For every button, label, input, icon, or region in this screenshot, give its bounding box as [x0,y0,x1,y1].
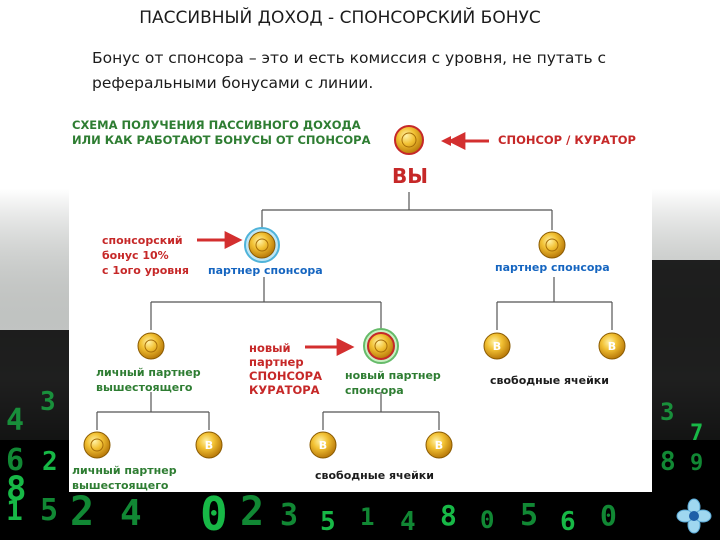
matrix-digit: 5 [40,493,58,528]
coins [83,125,626,459]
personal-partner-label-1: личный партнер вышестоящего [96,366,201,394]
matrix-digit: 8 [660,447,676,477]
coin-icon [137,332,165,360]
sponsor-label: СПОНСОР / КУРАТОР [498,133,636,147]
diagram-panel: B B B B B СХЕМА ПОЛУЧЕНИЯ ПАССИВНОГО ДОХ… [69,112,652,492]
coin-icon [309,431,337,459]
free-cells-label-2: свободные ячейки [315,469,434,482]
coin-icon [538,231,566,259]
matrix-digit: 1 [360,503,374,531]
diagram-heading: СХЕМА ПОЛУЧЕНИЯ ПАССИВНОГО ДОХОДА ИЛИ КА… [72,118,371,147]
coin-symbol: B [205,439,213,452]
tree-lines: B B B B B [83,125,626,459]
matrix-digit: 5 [320,507,336,537]
new-partner-label: новый партнер спонсора [345,369,441,397]
you-label: ВЫ [392,164,428,188]
coin-icon [425,431,453,459]
sponsor-bonus-note: спонсорский бонус 10% с 1ого уровня [102,234,189,277]
matrix-digit: 2 [42,447,58,477]
slide-title: ПАССИВНЫЙ ДОХОД - СПОНСОРСКИЙ БОНУС [139,8,541,28]
matrix-digit: 5 [520,498,538,533]
free-cells-label-1: свободные ячейки [490,374,609,387]
matrix-digit: 6 [6,443,24,478]
matrix-digit: 3 [40,387,56,417]
partner-right-label: партнер спонсора [495,261,610,274]
coin-icon [248,231,276,259]
coin-icon [483,332,511,360]
coin-icon [394,125,424,155]
matrix-digit: 1 [6,494,23,527]
arrows [197,132,489,356]
matrix-digit: 3 [660,398,674,426]
matrix-digit: 2 [70,489,94,535]
matrix-digit: 4 [400,507,416,537]
personal-partner-label-2: личный партнер вышестоящего [72,464,177,492]
flower-logo-icon [676,498,712,534]
coin-icon [598,332,626,360]
coin-symbol: B [493,340,501,353]
matrix-digit: 2 [240,489,264,535]
matrix-digit: 0 [200,487,228,540]
matrix-digit: 3 [280,498,298,533]
coin-symbol: B [319,439,327,452]
matrix-digit: 4 [120,493,142,534]
matrix-digit: 6 [560,507,576,537]
partner-left-label: партнер спонсора [208,264,323,277]
lead-paragraph: Бонус от спонсора – это и есть комиссия … [92,49,607,92]
matrix-digit: 4 [6,403,24,438]
coin-icon [367,332,395,360]
matrix-digit: 8 [6,469,26,509]
matrix-digit: 7 [690,421,703,446]
coin-icon [83,431,111,459]
coin-symbol: B [435,439,443,452]
matrix-digit: 0 [480,506,494,534]
new-partner-note: новый партнер СПОНСОРА КУРАТОРА [249,341,323,397]
coin-icon [195,431,223,459]
matrix-digit: 0 [600,499,617,532]
coin-symbol: B [608,340,616,353]
matrix-digit: 8 [440,499,457,532]
matrix-digit: 9 [690,451,703,476]
